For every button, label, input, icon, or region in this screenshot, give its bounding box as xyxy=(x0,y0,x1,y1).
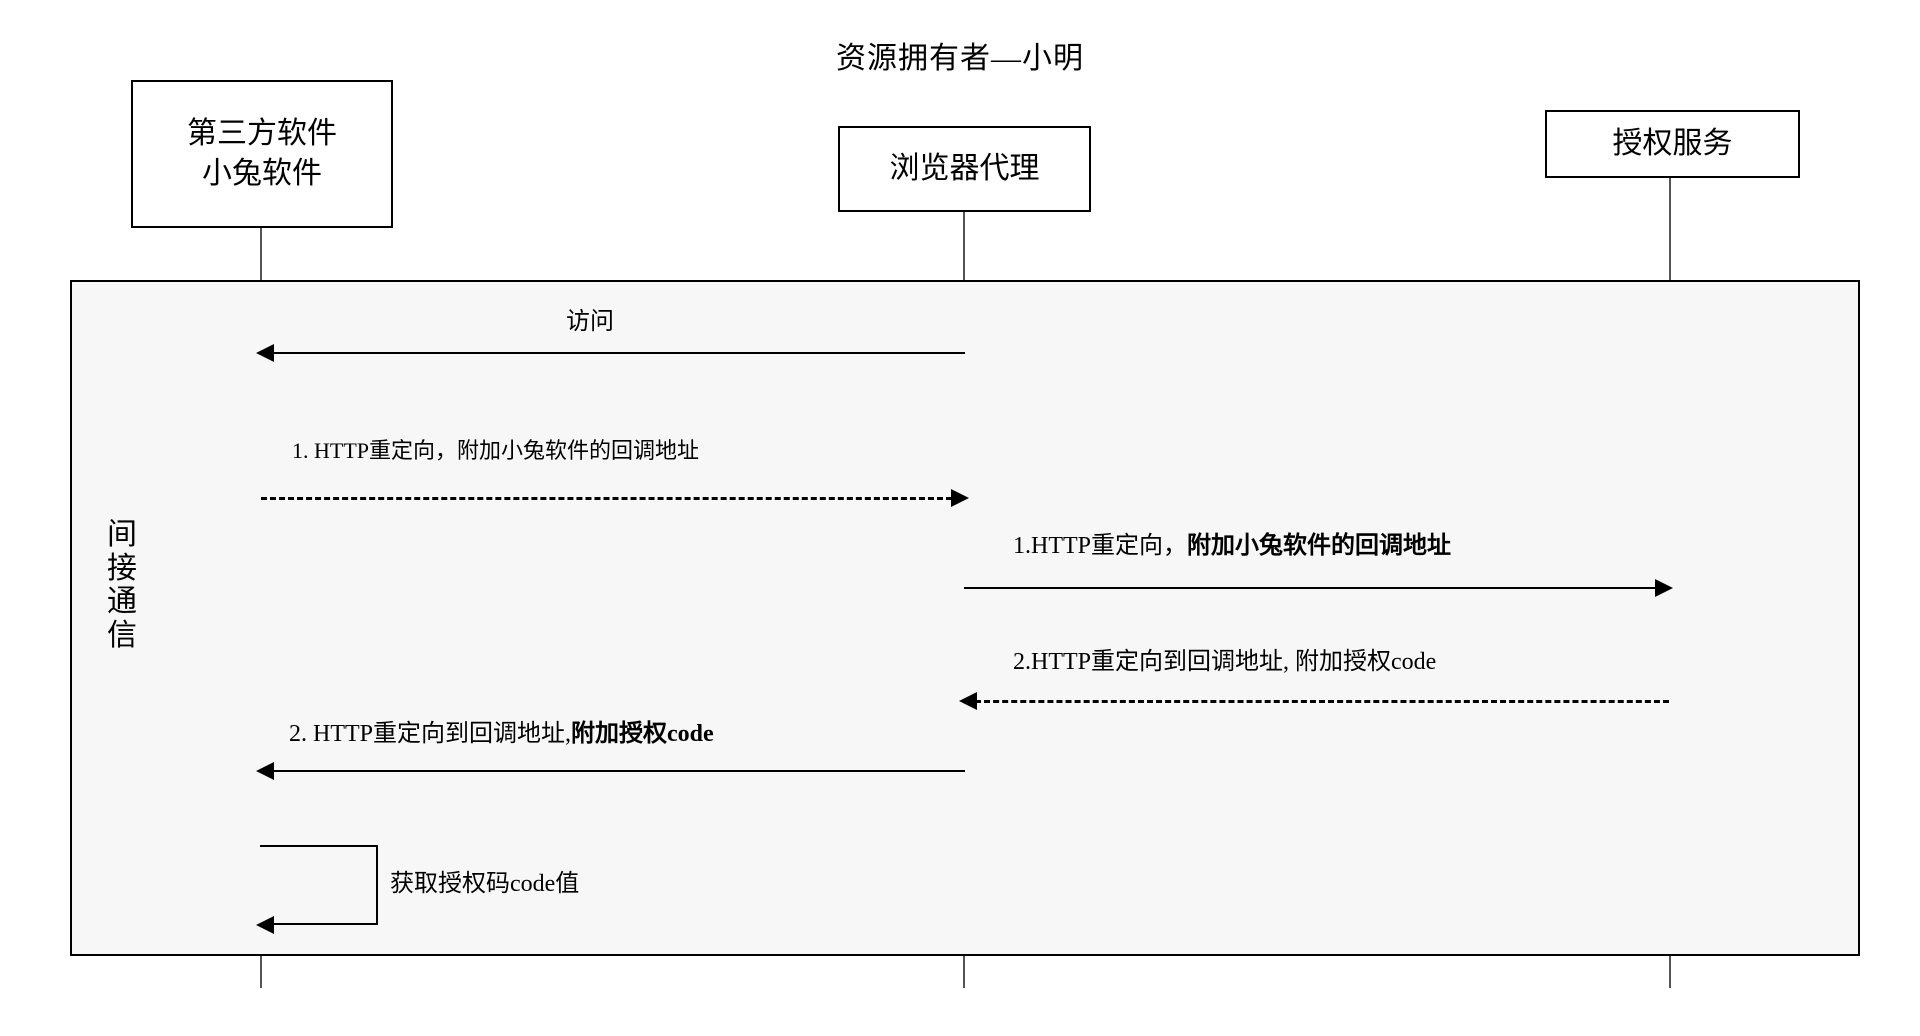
arrow-head-left-icon xyxy=(256,344,274,362)
participant-third-party-software[interactable]: 第三方软件 小兔软件 xyxy=(131,80,393,228)
message-label-http-redirect-callback-right: 1.HTTP重定向，附加小兔软件的回调地址 xyxy=(1013,534,1451,558)
participant-label-line-0: 第三方软件 xyxy=(187,116,337,150)
message-label-http-redirect-code-left: 2. HTTP重定向到回调地址,附加授权code xyxy=(289,722,714,746)
message-label-get-auth-code: 获取授权码code值 xyxy=(390,871,580,897)
participant-authorization-service[interactable]: 授权服务 xyxy=(1545,110,1800,178)
arrow-head-left-icon xyxy=(256,762,274,780)
message-label-text: 1.HTTP重定向， xyxy=(1013,533,1187,559)
message-line-http-redirect-code-right xyxy=(975,700,1669,703)
message-line-http-redirect-callback-right xyxy=(964,587,1665,589)
message-line-http-redirect-code-left xyxy=(272,770,965,772)
frame-label: 间 接 通 信 xyxy=(104,518,140,652)
page-title: 资源拥有者—小明 xyxy=(836,42,1084,75)
message-label-emphasis: 附加小兔软件的回调地址 xyxy=(1187,533,1451,559)
message-line-http-redirect-callback-left xyxy=(261,497,961,500)
frame-label-char-1: 接 xyxy=(107,551,137,585)
message-label-visit: 访问 xyxy=(566,309,614,335)
participant-label-line-0: 浏览器代理 xyxy=(889,151,1040,185)
arrow-head-right-icon xyxy=(1655,579,1673,597)
arrow-head-left-icon xyxy=(256,916,274,934)
message-label-text: 2. HTTP重定向到回调地址, xyxy=(289,721,571,747)
participant-browser-agent[interactable]: 浏览器代理 xyxy=(838,126,1091,212)
message-label-emphasis: 附加授权code xyxy=(571,721,714,747)
frame-label-char-3: 信 xyxy=(107,618,137,652)
message-label-http-redirect-code-right: 2.HTTP重定向到回调地址, 附加授权code xyxy=(1013,649,1437,675)
arrow-head-left-icon xyxy=(959,692,977,710)
frame-label-char-2: 通 xyxy=(107,585,137,619)
message-line-visit xyxy=(272,352,965,354)
participant-label-line-0: 授权服务 xyxy=(1612,126,1733,160)
arrow-head-right-icon xyxy=(951,489,969,507)
self-message-box-get-auth-code xyxy=(260,845,378,925)
participant-label-line-1: 小兔软件 xyxy=(202,157,322,190)
message-label-http-redirect-callback-left: 1. HTTP重定向，附加小兔软件的回调地址 xyxy=(292,438,700,463)
frame-label-char-0: 间 xyxy=(107,518,137,551)
combined-fragment-frame xyxy=(70,280,1860,956)
